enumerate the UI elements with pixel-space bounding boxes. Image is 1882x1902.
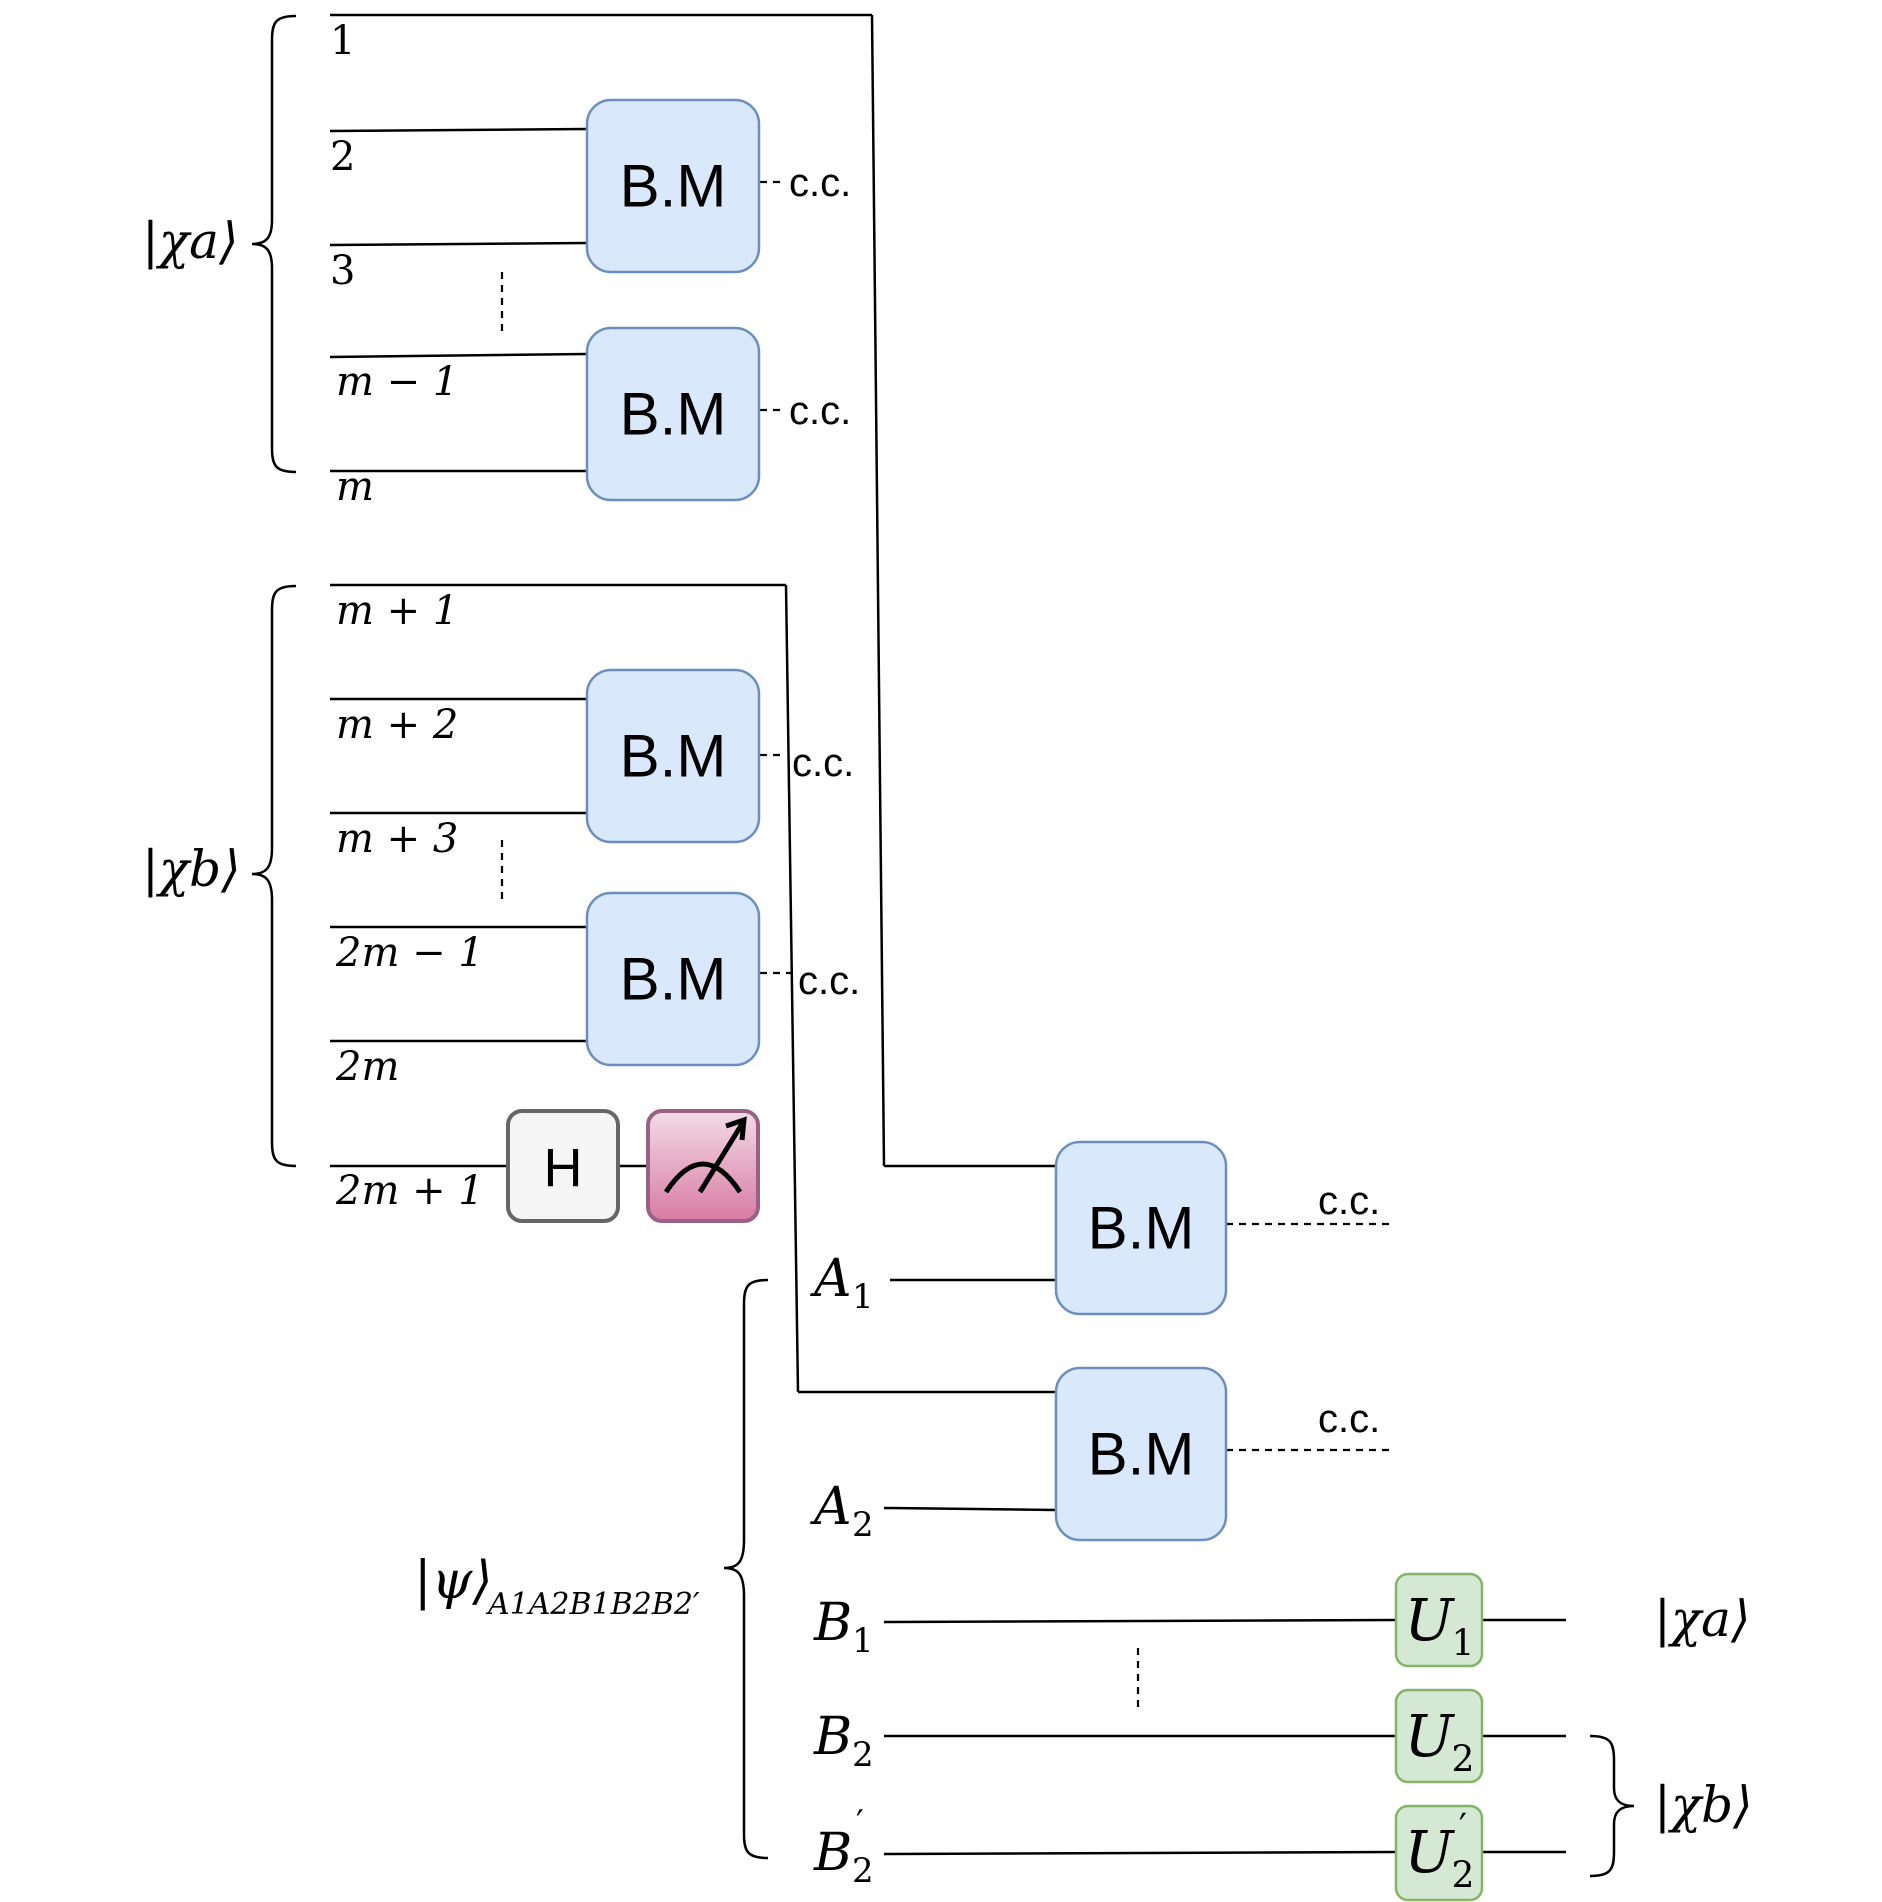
wire-label-m+2: m + 2 (336, 702, 458, 748)
svg-text:′: ′ (856, 1803, 864, 1843)
wire-m+1-down (784, 584, 800, 1393)
cc-label-2: c.c. (789, 389, 851, 433)
output-label-chi-b: |χb⟩ (1654, 1776, 1753, 1834)
wire-label-1: 1 (330, 18, 355, 64)
wire-label-m+1: m + 1 (336, 588, 458, 634)
svg-text:2: 2 (852, 1505, 874, 1545)
svg-text:1: 1 (1452, 1624, 1475, 1665)
cc-label-1: c.c. (789, 161, 851, 205)
svg-text:B.M: B.M (1088, 1421, 1195, 1488)
svg-text:B: B (813, 1593, 852, 1653)
svg-text:2: 2 (1452, 1740, 1475, 1781)
svg-text:B: B (813, 1707, 852, 1767)
wire-3 (329, 241, 588, 247)
unitary-gate-U2-prime: U 2 ′ (1394, 1804, 1484, 1902)
svg-text:2: 2 (852, 1851, 874, 1891)
hadamard-gate: H (506, 1109, 620, 1223)
brace-psi (723, 1278, 769, 1860)
svg-text:U: U (1405, 1586, 1456, 1654)
wire-B1 (883, 1618, 1397, 1624)
svg-text:B.M: B.M (620, 381, 727, 448)
unitary-gate-U1: U 1 (1394, 1572, 1484, 1668)
svg-text:1: 1 (852, 1277, 874, 1317)
unitary-gate-U2: U 2 (1394, 1688, 1484, 1784)
svg-text:B.M: B.M (620, 946, 727, 1013)
svg-text:B.M: B.M (1088, 1195, 1195, 1262)
svg-text:H: H (544, 1138, 583, 1198)
bell-measurement-box-5: B.M (1054, 1140, 1228, 1316)
svg-text:B.M: B.M (620, 153, 727, 220)
output-label-chi-a: |χa⟩ (1654, 1590, 1750, 1648)
bell-measurement-box-1: B.M (585, 98, 761, 274)
wire-m-1 (329, 352, 588, 359)
measurement-meter-icon (646, 1109, 760, 1223)
state-label-chi-b: |χb⟩ (142, 840, 241, 898)
wire-label-2m+1: 2m + 1 (335, 1168, 484, 1214)
qubit-label-B2: B 2 (813, 1707, 874, 1775)
wire-label-3: 3 (330, 248, 355, 294)
svg-text:B.M: B.M (620, 723, 727, 790)
svg-text:A: A (810, 1477, 852, 1537)
wire-label-m: m (336, 464, 374, 510)
state-label-psi: |ψ⟩ (414, 1551, 493, 1611)
svg-text:′: ′ (1459, 1808, 1467, 1849)
svg-text:U: U (1405, 1818, 1456, 1886)
wire-label-m+3: m + 3 (336, 816, 458, 862)
wire-label-2m-1: 2m − 1 (335, 930, 484, 976)
qubit-label-A1: A 1 (810, 1249, 874, 1317)
qubit-label-B1: B 1 (813, 1593, 874, 1661)
wire-label-2: 2 (330, 134, 355, 180)
wire-1-down (870, 14, 886, 1167)
wire-A2 (883, 1506, 1057, 1512)
state-label-chi-a: |χa⟩ (142, 212, 238, 270)
cc-label-4: c.c. (798, 959, 860, 1003)
svg-text:U: U (1405, 1702, 1456, 1770)
bell-measurement-box-2: B.M (585, 326, 761, 502)
svg-text:B: B (813, 1823, 852, 1883)
brace-chi-b (251, 584, 297, 1168)
wire-label-m-1: m − 1 (336, 359, 458, 405)
cc-label-5: c.c. (1318, 1179, 1380, 1223)
state-label-psi-subscript: A1A2B1B2B2′ (485, 1587, 700, 1622)
wire-B2p (883, 1850, 1397, 1856)
svg-text:2: 2 (1452, 1856, 1475, 1897)
qubit-label-B2-prime: B 2 ′ (813, 1803, 874, 1891)
bell-measurement-box-4: B.M (585, 891, 761, 1067)
svg-text:2: 2 (852, 1735, 874, 1775)
svg-text:1: 1 (852, 1621, 874, 1661)
cc-label-3: c.c. (792, 741, 854, 785)
cc-label-6: c.c. (1318, 1397, 1380, 1441)
qubit-label-A2: A 2 (810, 1477, 874, 1545)
wire-2 (329, 127, 588, 133)
bell-measurement-box-6: B.M (1054, 1366, 1228, 1542)
bell-measurement-box-3: B.M (585, 668, 761, 844)
svg-text:A: A (810, 1249, 852, 1309)
wire-label-2m: 2m (335, 1044, 399, 1090)
brace-out-chi-b (1589, 1734, 1635, 1878)
brace-chi-a (251, 14, 297, 474)
